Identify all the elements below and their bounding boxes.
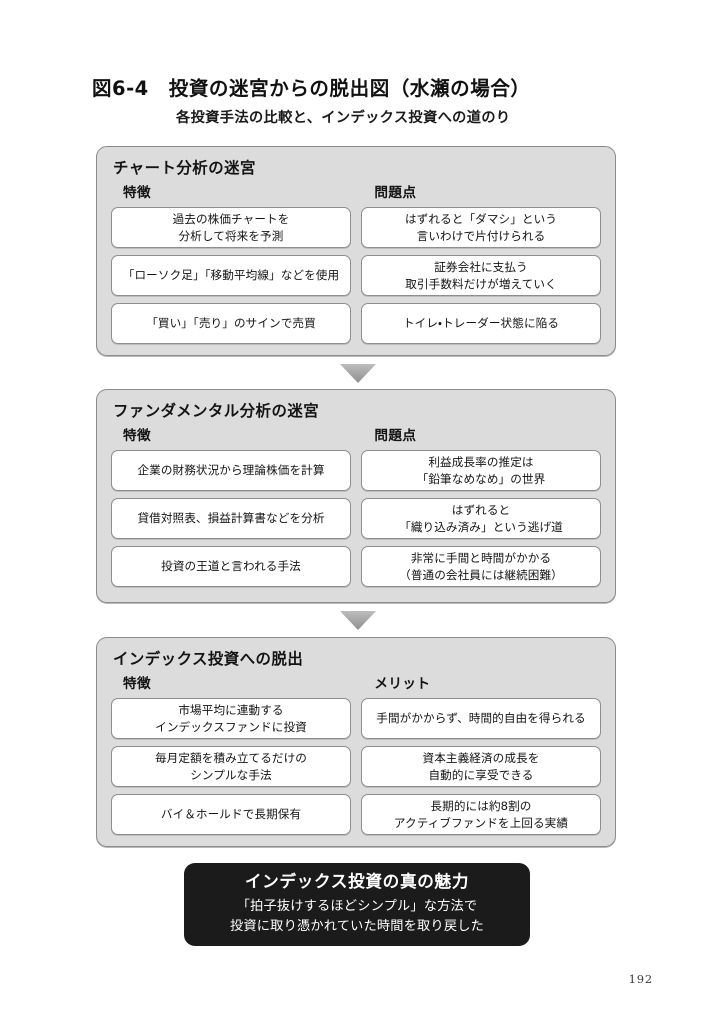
list-item: 毎月定額を積み立てるだけのシンプルな手法 [111, 746, 351, 788]
column-heading-features: 特徴 [123, 185, 151, 202]
list-item: バイ＆ホールドで長期保有 [111, 794, 351, 836]
features-column: 過去の株価チャートを分析して将来を予測 「ローソク足」「移動平均線」などを使用 … [111, 207, 351, 345]
problems-column: はずれると「ダマシ」という言いわけで片付けられる 証券会社に支払う取引手数料だけ… [361, 207, 601, 345]
list-item: 利益成長率の推定は「鉛筆なめなめ」の世界 [361, 450, 601, 492]
conclusion-line-2: 投資に取り憑かれていた時間を取り戻した [230, 919, 484, 935]
columns: 市場平均に連動するインデックスファンドに投資 毎月定額を積み立てるだけのシンプル… [111, 698, 601, 836]
conclusion-title: インデックス投資の真の魅力 [244, 872, 470, 892]
conclusion-body: 「拍子抜けするほどシンプル」な方法で 投資に取り憑かれていた時間を取り戻した [230, 897, 484, 937]
section-panel-fundamental-analysis: ファンダメンタル分析の迷宮 特徴 問題点 企業の財務状況から理論株価を計算 貸借… [96, 389, 616, 603]
section-panel-index-investing: インデックス投資への脱出 特徴 メリット 市場平均に連動するインデックスファンド… [96, 637, 616, 847]
list-item: 非常に手間と時間がかかる（普通の会社員には継続困難） [361, 546, 601, 588]
columns: 企業の財務状況から理論株価を計算 貸借対照表、損益計算書などを分析 投資の王道と… [111, 450, 601, 588]
column-heading-merits: メリット [374, 676, 431, 693]
list-item: はずれると「ダマシ」という言いわけで片付けられる [361, 207, 601, 249]
list-item: 市場平均に連動するインデックスファンドに投資 [111, 698, 351, 740]
column-heading-problems: 問題点 [374, 428, 417, 445]
column-headings: 特徴 メリット [111, 675, 601, 694]
features-column: 企業の財務状況から理論株価を計算 貸借対照表、損益計算書などを分析 投資の王道と… [111, 450, 351, 588]
list-item: 証券会社に支払う取引手数料だけが増えていく [361, 255, 601, 297]
conclusion-box: インデックス投資の真の魅力 「拍子抜けするほどシンプル」な方法で 投資に取り憑か… [184, 863, 530, 946]
section-title: チャート分析の迷宮 [113, 159, 256, 177]
column-heading-features: 特徴 [123, 676, 151, 693]
list-item: 貸借対照表、損益計算書などを分析 [111, 498, 351, 540]
column-headings: 特徴 問題点 [111, 184, 601, 203]
section-title: インデックス投資への脱出 [113, 650, 304, 668]
page-title: 図6-4 投資の迷宮からの脱出図（水瀬の場合） [0, 76, 715, 102]
list-item: 資本主義経済の成長を自動的に享受できる [361, 746, 601, 788]
merits-column: 手間がかからず、時間的自由を得られる 資本主義経済の成長を自動的に享受できる 長… [361, 698, 601, 836]
figure-title-text: 投資の迷宮からの脱出図（水瀬の場合） [168, 77, 531, 100]
list-item: 「買い」「売り」のサインで売買 [111, 303, 351, 345]
list-item: はずれると「織り込み済み」という逃げ道 [361, 498, 601, 540]
page-subtitle: 各投資手法の比較と、インデックス投資への道のり [176, 110, 511, 127]
conclusion-line-1: 「拍子抜けするほどシンプル」な方法で [236, 899, 478, 915]
list-item: 長期的には約8割のアクティブファンドを上回る実績 [361, 794, 601, 836]
column-heading-features: 特徴 [123, 428, 151, 445]
problems-column: 利益成長率の推定は「鉛筆なめなめ」の世界 はずれると「織り込み済み」という逃げ道… [361, 450, 601, 588]
list-item: 過去の株価チャートを分析して将来を予測 [111, 207, 351, 249]
list-item: トイレ・トレーダー状態に陥る [361, 303, 601, 345]
down-triangle-icon [340, 611, 376, 630]
column-headings: 特徴 問題点 [111, 427, 601, 446]
columns: 過去の株価チャートを分析して将来を予測 「ローソク足」「移動平均線」などを使用 … [111, 207, 601, 345]
section-panel-chart-analysis: チャート分析の迷宮 特徴 問題点 過去の株価チャートを分析して将来を予測 「ロー… [96, 146, 616, 356]
figure-number: 図6-4 [92, 77, 149, 100]
column-heading-problems: 問題点 [374, 185, 417, 202]
features-column: 市場平均に連動するインデックスファンドに投資 毎月定額を積み立てるだけのシンプル… [111, 698, 351, 836]
list-item: 企業の財務状況から理論株価を計算 [111, 450, 351, 492]
list-item: 投資の王道と言われる手法 [111, 546, 351, 588]
list-item: 手間がかからず、時間的自由を得られる [361, 698, 601, 740]
section-title: ファンダメンタル分析の迷宮 [113, 402, 320, 420]
page-number: 192 [628, 972, 653, 986]
title-block: 図6-4 投資の迷宮からの脱出図（水瀬の場合） 各投資手法の比較と、インデックス投… [0, 76, 715, 128]
list-item: 「ローソク足」「移動平均線」などを使用 [111, 255, 351, 297]
down-triangle-icon [340, 364, 376, 383]
